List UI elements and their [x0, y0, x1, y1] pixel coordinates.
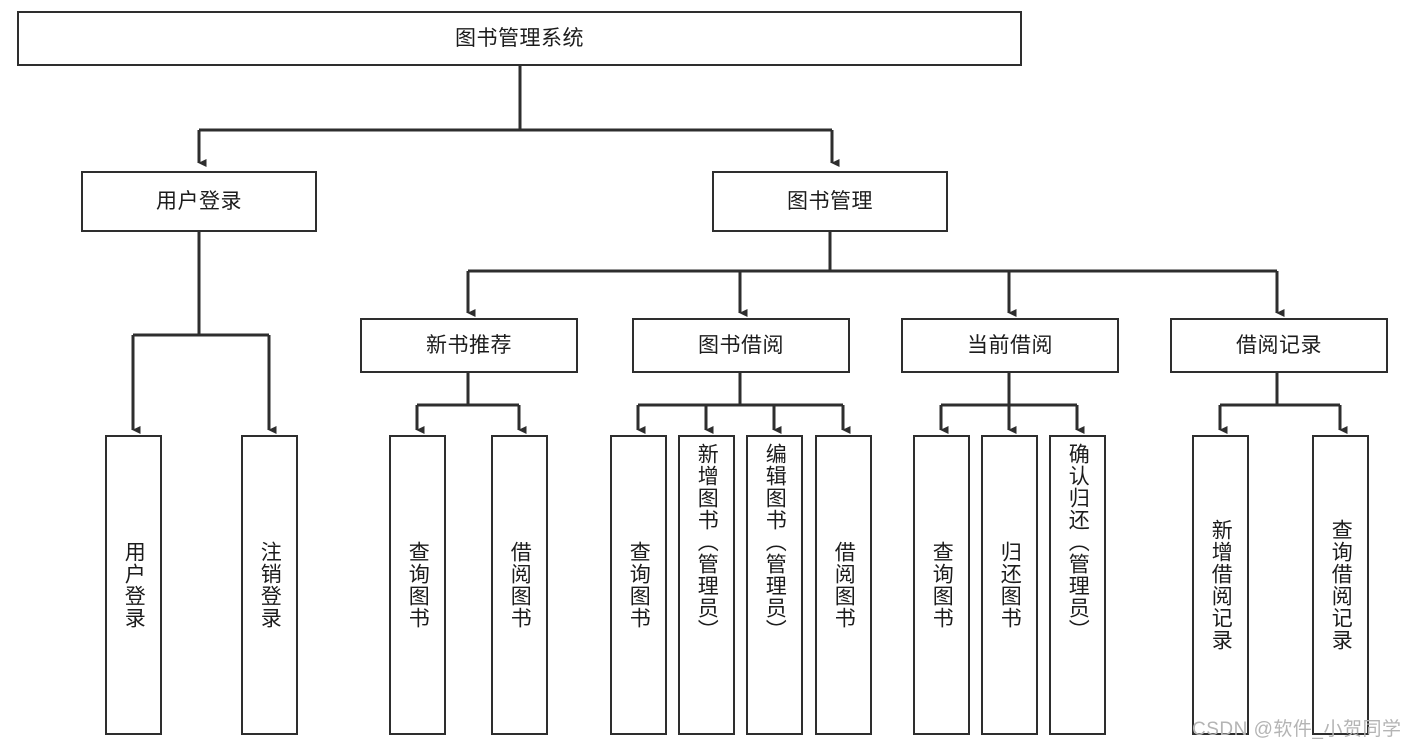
node-borrow-record-label: 借阅记录: [1236, 334, 1322, 357]
leaf-record-add-record-label: 新增借阅记录: [1209, 519, 1233, 651]
node-user-login-label: 用户登录: [156, 190, 242, 213]
leaf-borrow-add-book[interactable]: 新增图书（管理员）: [678, 435, 735, 735]
node-book-borrow[interactable]: 图书借阅: [632, 318, 850, 373]
leaf-borrow-edit-book-label: 编辑图书（管理员）: [763, 443, 787, 641]
node-book-management[interactable]: 图书管理: [712, 171, 948, 232]
leaf-borrow-query-book-label: 查询图书: [627, 541, 651, 629]
leaf-current-confirm-return[interactable]: 确认归还（管理员）: [1049, 435, 1106, 735]
leaf-user-login-signin-label: 用户登录: [122, 541, 146, 629]
node-current-borrow[interactable]: 当前借阅: [901, 318, 1119, 373]
leaf-borrow-edit-book[interactable]: 编辑图书（管理员）: [746, 435, 803, 735]
leaf-current-confirm-return-label: 确认归还（管理员）: [1066, 443, 1090, 641]
leaf-borrow-add-book-label: 新增图书（管理员）: [695, 443, 719, 641]
leaf-current-query-book-label: 查询图书: [930, 541, 954, 629]
leaf-user-login-signin[interactable]: 用户登录: [105, 435, 162, 735]
node-new-book-recommend-label: 新书推荐: [426, 334, 512, 357]
node-user-login[interactable]: 用户登录: [81, 171, 317, 232]
leaf-borrow-query-book[interactable]: 查询图书: [610, 435, 667, 735]
node-borrow-record[interactable]: 借阅记录: [1170, 318, 1388, 373]
node-root-label: 图书管理系统: [455, 27, 584, 50]
leaf-record-query-record[interactable]: 查询借阅记录: [1312, 435, 1369, 735]
leaf-user-login-signout[interactable]: 注销登录: [241, 435, 298, 735]
node-root[interactable]: 图书管理系统: [17, 11, 1022, 66]
node-current-borrow-label: 当前借阅: [967, 334, 1053, 357]
leaf-record-add-record[interactable]: 新增借阅记录: [1192, 435, 1249, 735]
leaf-current-return-book[interactable]: 归还图书: [981, 435, 1038, 735]
leaf-recommend-query-book[interactable]: 查询图书: [389, 435, 446, 735]
leaf-borrow-borrow-book[interactable]: 借阅图书: [815, 435, 872, 735]
node-new-book-recommend[interactable]: 新书推荐: [360, 318, 578, 373]
leaf-recommend-query-book-label: 查询图书: [406, 541, 430, 629]
leaf-recommend-borrow-book[interactable]: 借阅图书: [491, 435, 548, 735]
node-book-management-label: 图书管理: [787, 190, 873, 213]
leaf-record-query-record-label: 查询借阅记录: [1329, 519, 1353, 651]
leaf-recommend-borrow-book-label: 借阅图书: [508, 541, 532, 629]
leaf-user-login-signout-label: 注销登录: [258, 541, 282, 629]
node-book-borrow-label: 图书借阅: [698, 334, 784, 357]
leaf-borrow-borrow-book-label: 借阅图书: [832, 541, 856, 629]
leaf-current-return-book-label: 归还图书: [998, 541, 1022, 629]
leaf-current-query-book[interactable]: 查询图书: [913, 435, 970, 735]
